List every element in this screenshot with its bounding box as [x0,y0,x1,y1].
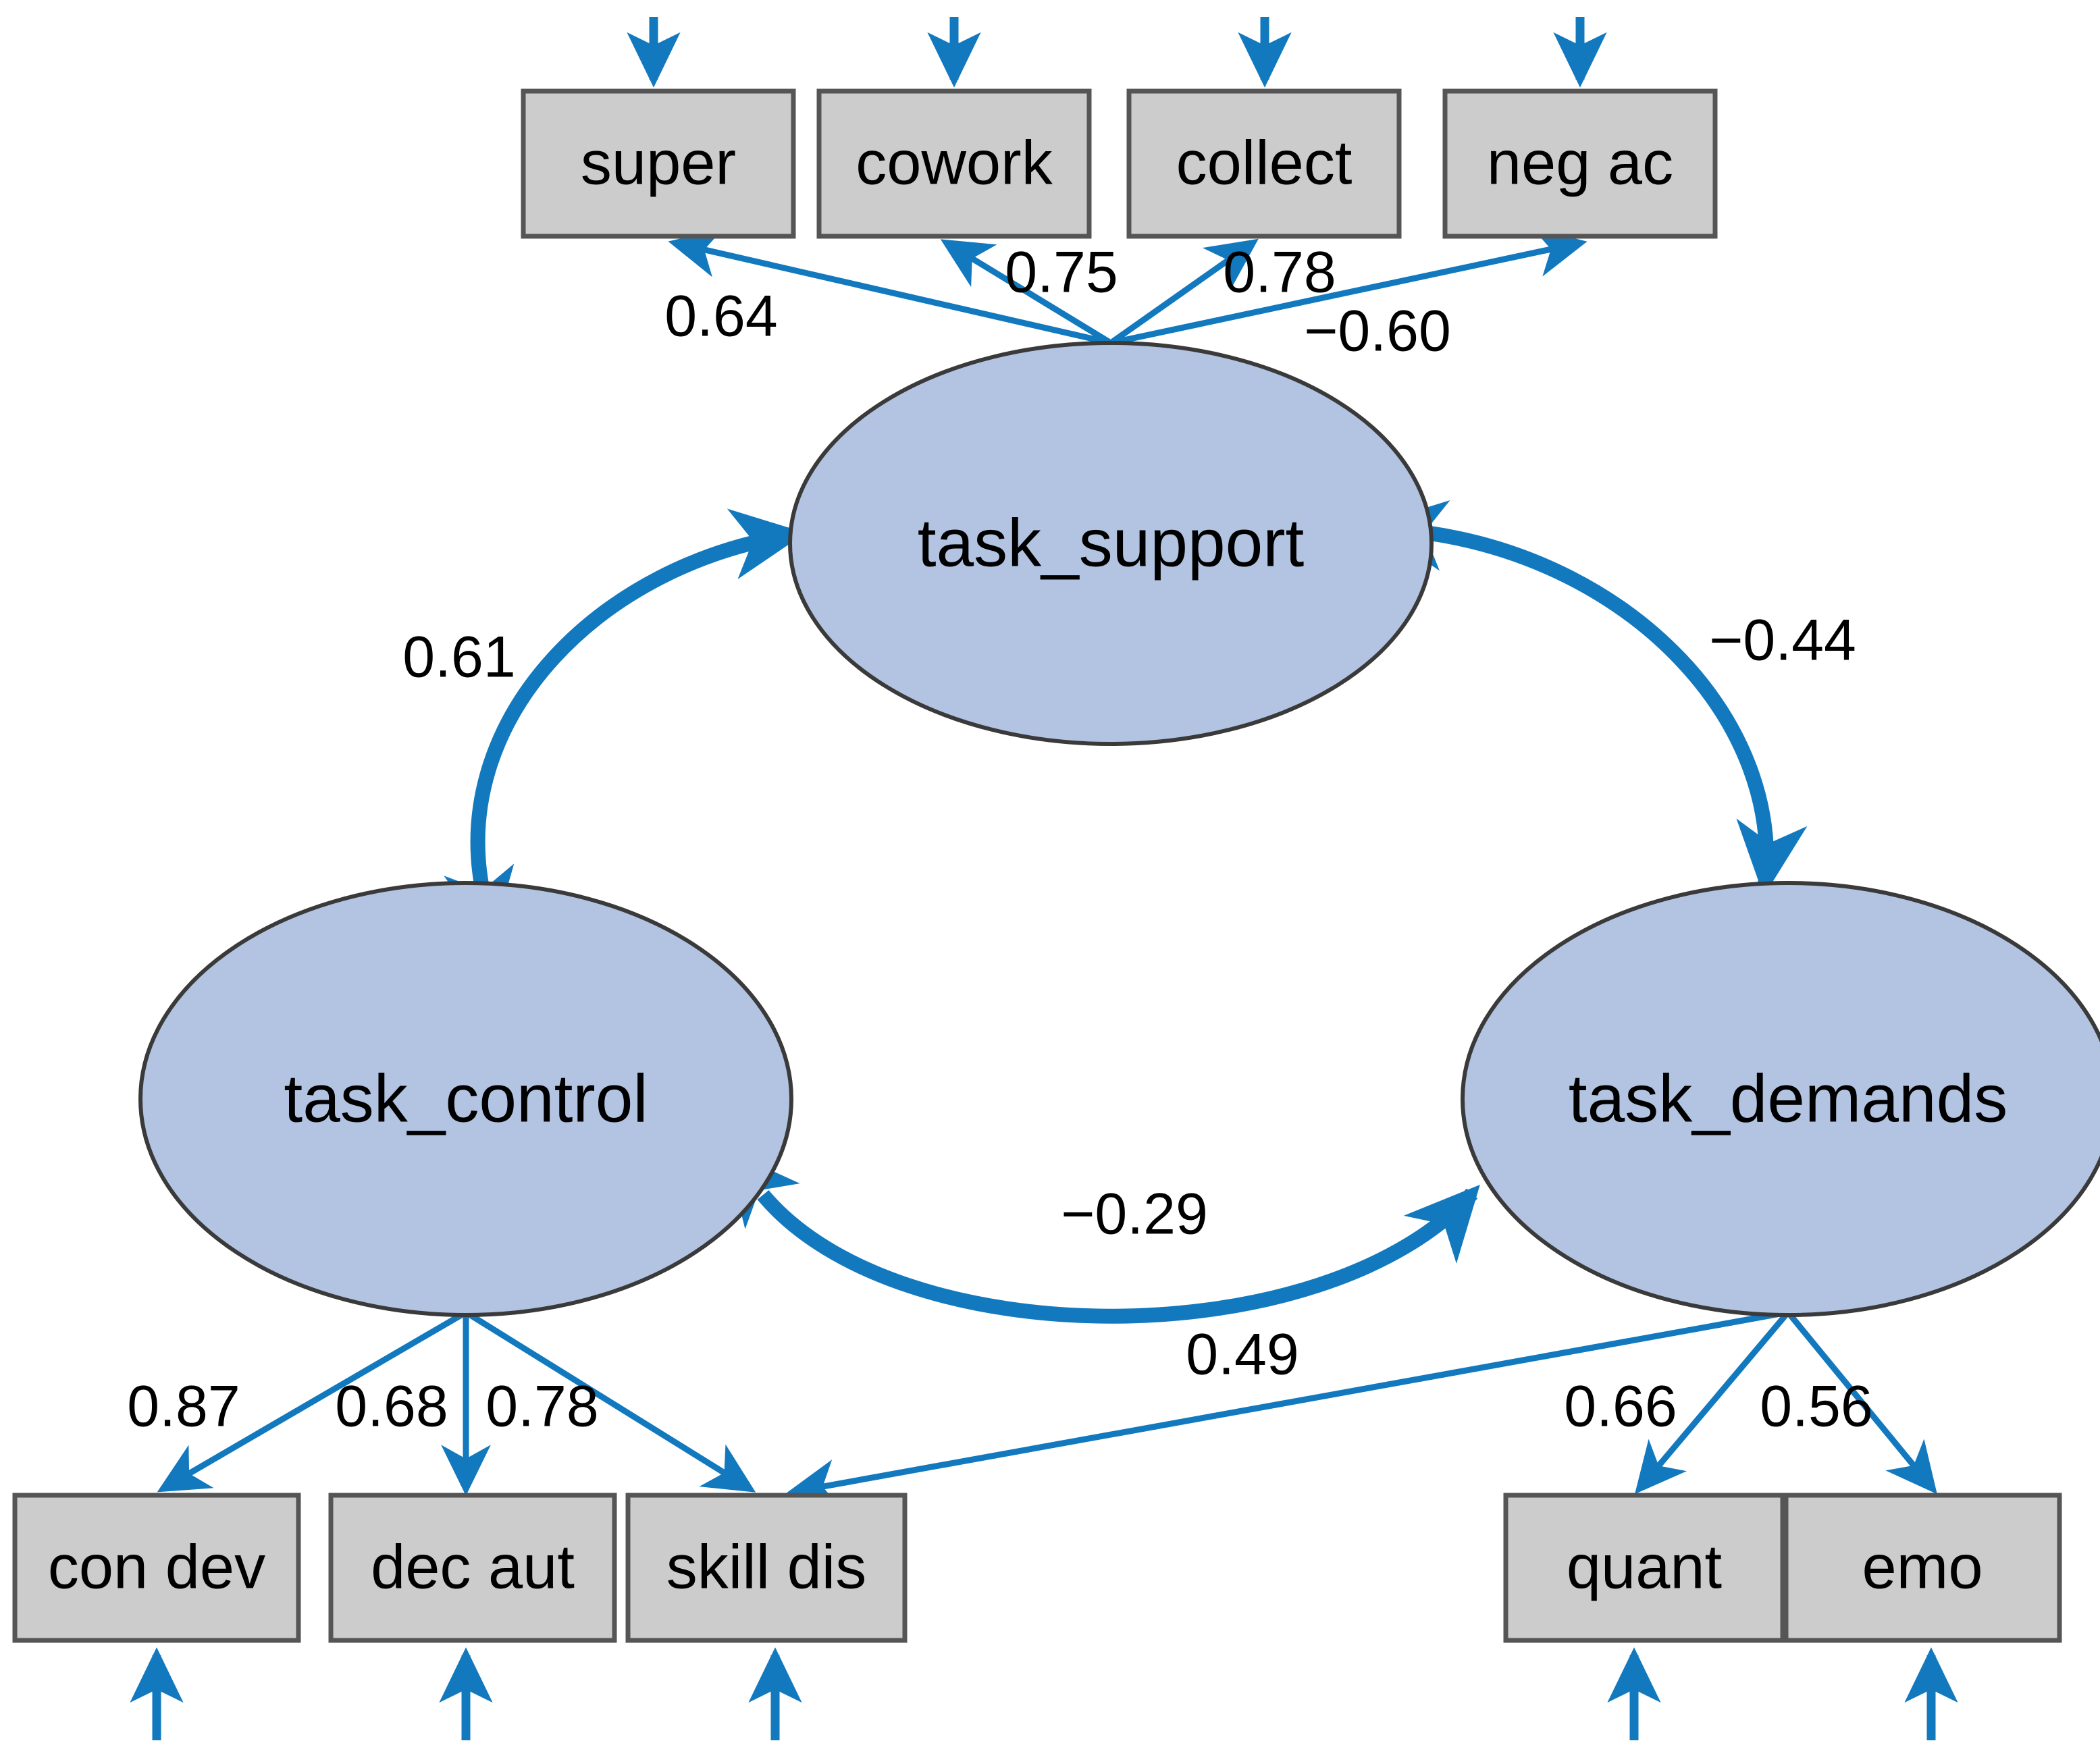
latent-ellipse-task-control [138,881,793,1317]
observed-label-con-dev: con dev [48,1532,265,1601]
edge-label-emo-loading: 0.56 [1760,1374,1872,1439]
latent-label-task-demands: task_demands [1569,1061,2007,1136]
observed-box-super [521,88,796,239]
latent-label-task-control: task_control [284,1061,648,1136]
latent-label-task-support: task_support [918,505,1305,581]
observed-node-cowork[interactable]: cowork [816,88,1092,239]
loading-arrow-neg-ac [1110,227,1587,346]
loading-arrow-emo [1785,1310,1937,1495]
path-task-support-task-control [444,508,806,943]
observed-box-neg-ac [1442,88,1718,239]
observed-box-collect [1126,88,1402,239]
observed-node-collect[interactable]: collect [1126,88,1402,239]
latent-ellipse-task-demands [1461,881,2100,1317]
observed-box-quant [1503,1493,1785,1643]
loading-arrow-quant [1635,1310,1791,1495]
edge-label-cowork-loading: 0.75 [1005,240,1118,305]
latent-node-task-demands[interactable]: task_demands [1461,881,2100,1317]
observed-node-quant[interactable]: quant [1503,1493,1785,1643]
observed-label-collect: collect [1176,128,1353,197]
observed-node-emo[interactable]: emo [1783,1493,2062,1643]
edge-label-skill-dis-loading: 0.78 [485,1374,598,1439]
observed-box-con-dev [12,1493,301,1643]
loading-arrow-skill-dis-from-demands [786,1309,1789,1509]
edge-label-con-dev-loading: 0.87 [127,1374,240,1439]
latent-node-task-control[interactable]: task_control [138,881,793,1317]
loading-arrows-task-control [157,1310,756,1496]
edge-label-skill-dis-demands-loading: 0.49 [1186,1322,1298,1387]
observed-node-con-dev[interactable]: con dev [12,1493,301,1643]
loading-arrow-super [668,228,1112,346]
edge-labels: 0.64 0.75 0.78 −0.60 0.87 0.68 0.78 0.49… [127,240,1872,1439]
observed-node-super[interactable]: super [521,88,796,239]
edge-label-support-control-path: 0.61 [402,625,515,690]
residual-arrows-bottom [130,1647,1958,1740]
loading-arrow-skill-dis [464,1310,756,1493]
edge-label-super-loading: 0.64 [664,284,777,349]
observed-node-neg-ac[interactable]: neg ac [1442,88,1718,239]
loading-arrow-cowork [940,239,1113,346]
latent-node-task-support[interactable]: task_support [788,341,1434,746]
observed-box-cowork [816,88,1092,239]
latent-ellipse-task-support [788,341,1434,746]
path-task-support-task-demands [1371,500,1808,896]
edge-label-support-demands-path: −0.44 [1709,608,1856,673]
observed-label-super: super [581,128,736,197]
loading-arrows-task-demands [786,1309,1937,1509]
observed-label-cowork: cowork [856,128,1053,197]
observed-label-neg-ac: neg ac [1487,128,1673,197]
edge-label-control-demands-path: −0.29 [1061,1182,1208,1247]
residual-arrows-top [627,17,1607,88]
observed-node-skill-dis[interactable]: skill dis [625,1493,908,1643]
observed-node-dec-aut[interactable]: dec aut [328,1493,617,1643]
loading-arrow-collect [1109,238,1259,346]
edge-label-neg-ac-loading: −0.60 [1304,299,1451,364]
observed-label-emo: emo [1862,1532,1983,1601]
edge-label-collect-loading: 0.78 [1223,240,1336,305]
edge-label-quant-loading: 0.66 [1564,1374,1677,1439]
observed-box-emo [1783,1493,2062,1643]
path-task-control-task-demands [725,1149,1480,1324]
loading-arrow-con-dev [157,1310,468,1493]
loading-arrows-task-support [668,227,1587,346]
observed-label-dec-aut: dec aut [371,1532,575,1601]
latent-variables: task_support task_control task_demands [138,341,2100,1317]
edge-label-dec-aut-loading: 0.68 [335,1374,448,1439]
observed-label-quant: quant [1567,1532,1722,1601]
observed-label-skill-dis: skill dis [666,1532,866,1601]
structural-paths [444,500,1808,1324]
observed-box-dec-aut [328,1493,617,1643]
observed-box-skill-dis [625,1493,908,1643]
observed-variables: super cowork collect neg ac con dev dec [12,88,2062,1643]
